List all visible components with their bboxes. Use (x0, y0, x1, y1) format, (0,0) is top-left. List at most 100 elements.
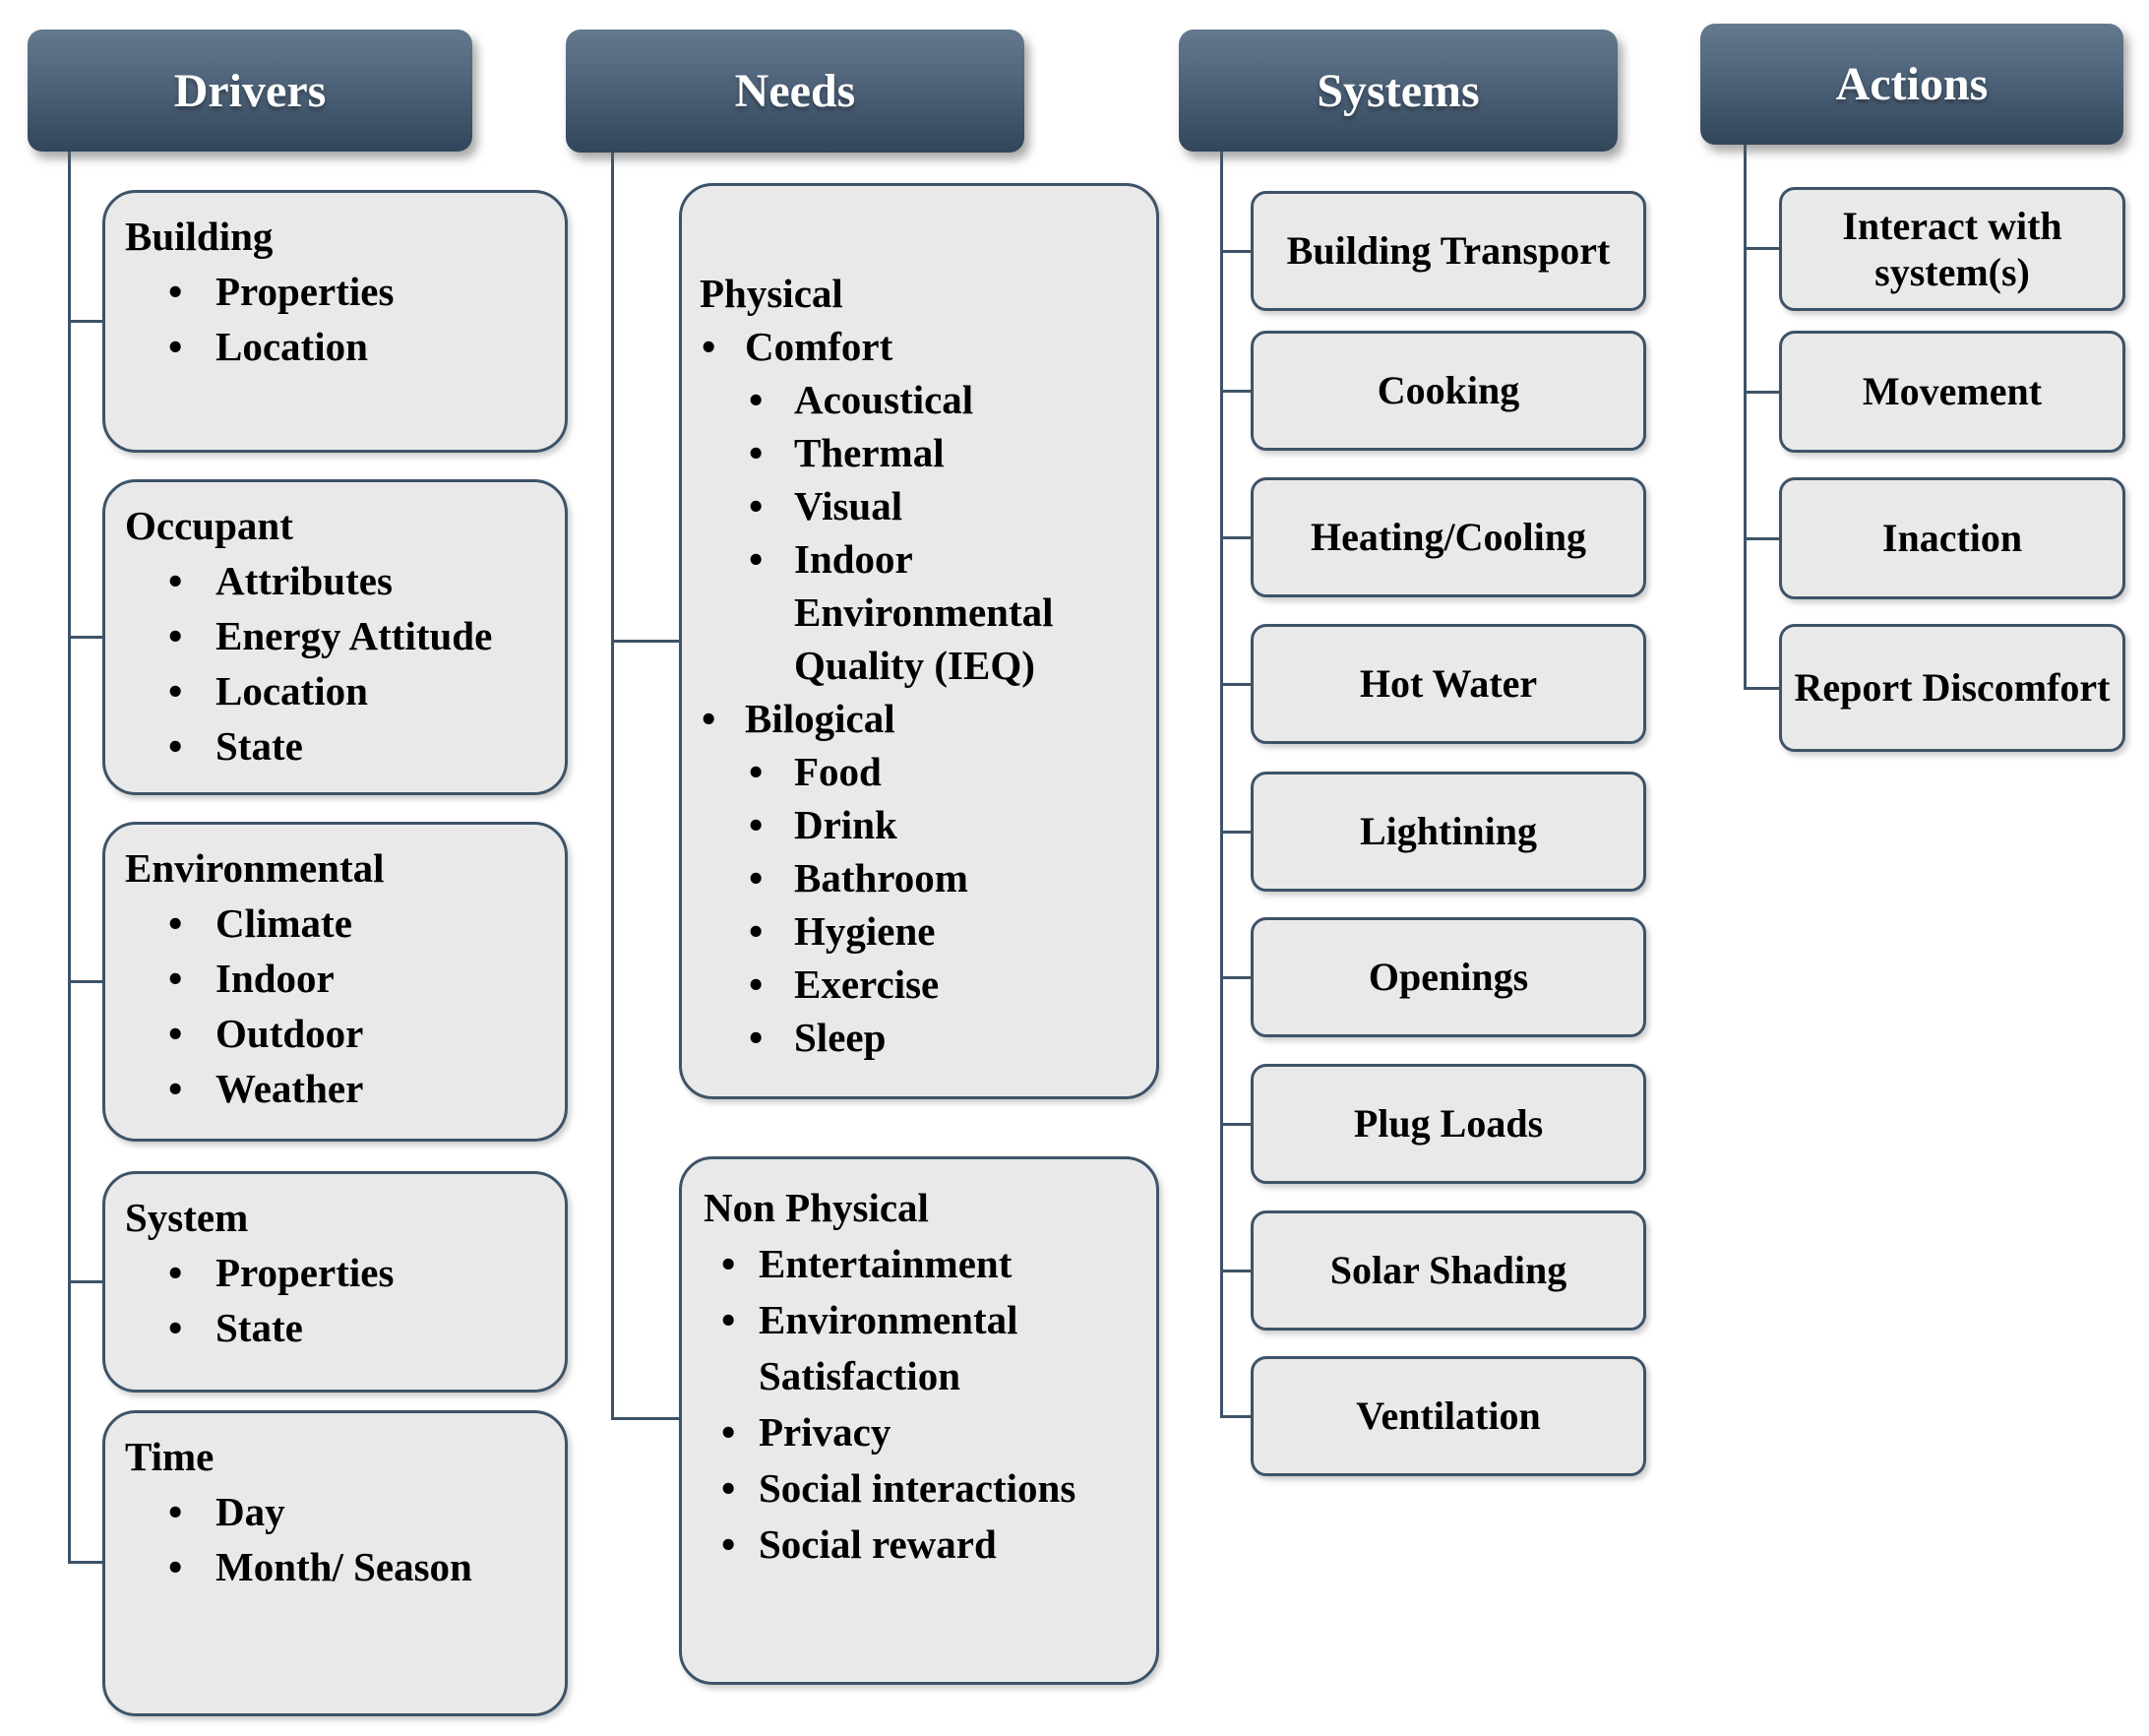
list-item: Acoustical (682, 373, 1107, 426)
box-title: Non Physical (704, 1185, 929, 1230)
list-item: Weather (105, 1061, 565, 1116)
box-title: Inaction (1881, 516, 2023, 561)
box-inaction: Inaction (1779, 477, 2125, 599)
column-header-label: Actions (1835, 58, 1989, 110)
connector-branch-building-transport (1220, 250, 1254, 253)
list-item: Exercise (682, 958, 1107, 1011)
box-title: Time (125, 1434, 215, 1479)
connector-branch-non-physical (611, 1417, 682, 1420)
connector-branch-movement (1744, 391, 1782, 394)
connector-branch-occupant (68, 636, 105, 639)
list-item: Visual (682, 479, 1107, 532)
box-title: Lightining (1359, 809, 1538, 854)
connector-branch-interact (1744, 247, 1782, 250)
list-item: Location (105, 663, 565, 718)
connector-branch-hot-water (1220, 683, 1254, 686)
connector-branch-ventilation (1220, 1415, 1254, 1418)
list-item: Month/ Season (105, 1539, 565, 1594)
list-item: State (105, 718, 565, 774)
box-title: Environmental (125, 845, 385, 891)
connector-branch-time (68, 1561, 105, 1564)
box-title: Interact with system(s) (1842, 203, 2062, 294)
box-title: Cooking (1377, 368, 1520, 413)
box-cooking: Cooking (1251, 331, 1646, 451)
list-item: Sleep (682, 1011, 1107, 1064)
connector-branch-physical (611, 640, 682, 643)
column-header-actions: Actions (1700, 24, 2123, 145)
box-building: Building Properties Location (102, 190, 568, 453)
box-ventilation: Ventilation (1251, 1356, 1646, 1476)
list-item: Indoor Environmental Quality (IEQ) (682, 532, 1107, 692)
column-header-label: Drivers (173, 64, 327, 117)
connector-branch-solar-shading (1220, 1270, 1254, 1272)
connector-trunk-needs (611, 152, 614, 1419)
box-title: Building (125, 214, 274, 259)
connector-branch-building (68, 320, 105, 323)
list-item: Social reward (682, 1517, 1156, 1573)
box-movement: Movement (1779, 331, 2125, 453)
box-plug-loads: Plug Loads (1251, 1064, 1646, 1184)
connector-trunk-systems (1220, 150, 1223, 1417)
list-item: Properties (105, 264, 565, 319)
connector-branch-inaction (1744, 537, 1782, 540)
list-item: State (105, 1300, 565, 1355)
connector-branch-report-discomfort (1744, 687, 1782, 690)
box-system: System Properties State (102, 1171, 568, 1393)
list-item: Entertainment (682, 1236, 1156, 1292)
box-building-transport: Building Transport (1251, 191, 1646, 311)
box-solar-shading: Solar Shading (1251, 1210, 1646, 1331)
list-item: Bathroom (682, 851, 1107, 904)
box-title: Building Transport (1286, 228, 1611, 274)
box-title: Movement (1862, 369, 2043, 414)
column-header-label: Needs (734, 65, 856, 117)
box-non-physical: Non Physical Entertainment Environmental… (679, 1156, 1159, 1685)
connector-branch-openings (1220, 976, 1254, 979)
box-time: Time Day Month/ Season (102, 1410, 568, 1716)
box-title: Plug Loads (1353, 1101, 1544, 1147)
connector-branch-plug-loads (1220, 1123, 1254, 1126)
list-item: Bilogical (682, 692, 1156, 745)
box-lightining: Lightining (1251, 772, 1646, 892)
box-title: Openings (1368, 955, 1529, 1000)
connector-branch-environmental (68, 980, 105, 983)
column-header-systems: Systems (1179, 30, 1618, 152)
box-title: Physical (700, 271, 843, 316)
list-item: Comfort (682, 320, 1156, 373)
box-title: Solar Shading (1329, 1248, 1567, 1293)
list-item: Outdoor (105, 1006, 565, 1061)
box-title: Hot Water (1359, 661, 1538, 707)
connector-branch-system (68, 1280, 105, 1283)
connector-branch-heating-cooling (1220, 536, 1254, 539)
box-heating-cooling: Heating/Cooling (1251, 477, 1646, 597)
box-title: System (125, 1195, 249, 1240)
list-item: Food (682, 745, 1107, 798)
list-item: Attributes (105, 553, 565, 608)
list-item: Thermal (682, 426, 1107, 479)
list-item: Properties (105, 1245, 565, 1300)
box-title: Ventilation (1356, 1394, 1541, 1439)
box-environmental: Environmental Climate Indoor Outdoor Wea… (102, 822, 568, 1142)
column-header-drivers: Drivers (28, 30, 472, 152)
box-title: Heating/Cooling (1310, 515, 1587, 560)
column-header-needs: Needs (566, 30, 1024, 153)
list-item: Climate (105, 896, 565, 951)
box-physical: Physical Comfort Acoustical Thermal Visu… (679, 183, 1159, 1099)
list-item: Day (105, 1484, 565, 1539)
box-openings: Openings (1251, 917, 1646, 1037)
list-item: Social interactions (682, 1460, 1156, 1517)
box-hot-water: Hot Water (1251, 624, 1646, 744)
list-item: Location (105, 319, 565, 374)
box-title: Report Discomfort (1794, 665, 2111, 711)
list-item: Hygiene (682, 904, 1107, 958)
box-occupant: Occupant Attributes Energy Attitude Loca… (102, 479, 568, 795)
list-item: Privacy (682, 1404, 1156, 1460)
connector-trunk-drivers (68, 150, 71, 1564)
list-item: Environmental Satisfaction (682, 1292, 1156, 1404)
connector-branch-lightining (1220, 831, 1254, 834)
connector-branch-cooking (1220, 390, 1254, 393)
list-item: Indoor (105, 951, 565, 1006)
column-header-label: Systems (1317, 64, 1480, 117)
box-interact-with-systems: Interact with system(s) (1779, 187, 2125, 311)
connector-trunk-actions (1744, 143, 1747, 688)
